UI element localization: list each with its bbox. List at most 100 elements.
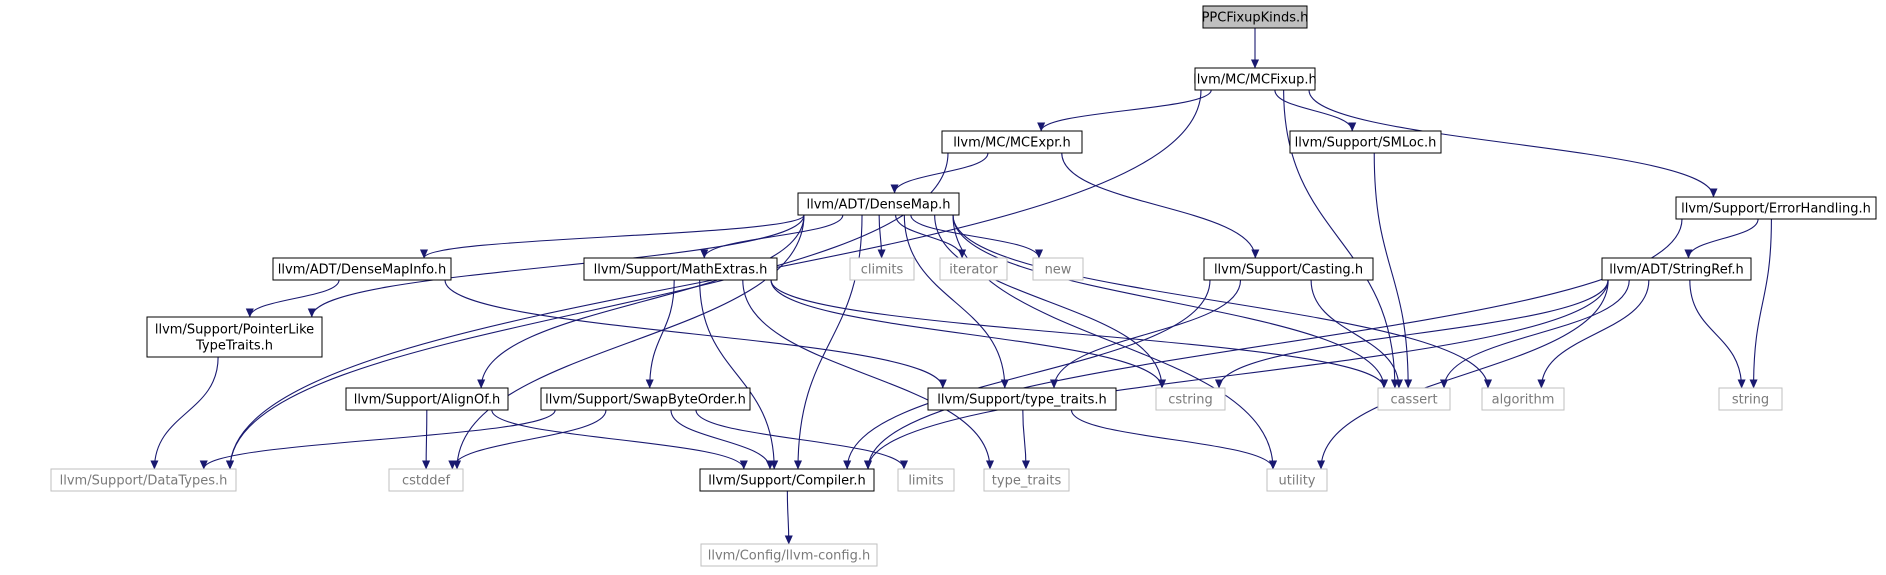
edge-arrow — [1310, 279, 1403, 389]
edge-arrow — [1439, 279, 1630, 389]
node-mathextras[interactable]: llvm/Support/MathExtras.h — [583, 257, 778, 281]
node-label: llvm/ADT/StringRef.h — [1609, 263, 1743, 278]
node-box — [540, 387, 751, 411]
edge-mcexpr-to-casting — [1061, 152, 1260, 259]
node-densemap[interactable]: llvm/ADT/DenseMap.h — [797, 192, 960, 216]
edge-arrow — [420, 214, 805, 259]
edge-arrow — [695, 409, 908, 470]
node-cstring: cstring — [1155, 387, 1226, 411]
edge-casting-to-compiler — [843, 279, 1211, 470]
node-label: llvm/Support/Compiler.h — [708, 474, 865, 489]
edge-mcfixup-to-errorhandling — [1308, 89, 1718, 198]
node-label: algorithm — [1492, 393, 1555, 408]
node-box — [1203, 257, 1374, 281]
node-label: cassert — [1390, 393, 1437, 408]
edge-arrow — [864, 279, 1609, 470]
edge-errorhandling-to-stringref — [1684, 218, 1759, 259]
node-label: limits — [908, 474, 944, 489]
edge-densemap-to-cstddef — [452, 214, 805, 470]
node-label: llvm/Support/Casting.h — [1214, 263, 1363, 278]
node-llvmconfig: llvm/Config/llvm-config.h — [700, 543, 878, 567]
edge-arrow — [877, 214, 886, 259]
node-swapbyteorder[interactable]: llvm/Support/SwapByteOrder.h — [540, 387, 751, 411]
edge-stringref-to-cassert — [1439, 279, 1630, 389]
edge-alignof-to-compiler — [491, 409, 748, 470]
node-algorithm: algorithm — [1481, 387, 1565, 411]
edge-arrow — [895, 214, 967, 259]
node-densemapinfo[interactable]: llvm/ADT/DenseMapInfo.h — [272, 257, 452, 281]
edge-arrow — [491, 409, 748, 470]
node-box — [1155, 387, 1226, 411]
node-cassert: cassert — [1377, 387, 1451, 411]
edge-densemap-to-pointerlike — [307, 214, 805, 318]
node-label: new — [1045, 263, 1072, 278]
edge-casting-to-cassert — [1310, 279, 1403, 389]
edge-errorhandling-to-string — [1749, 218, 1772, 389]
edge-typetraits_llvm-to-utility — [1070, 409, 1277, 470]
edge-arrow — [843, 279, 1211, 470]
edge-mcexpr-to-densemap — [890, 152, 989, 194]
node-mcexpr[interactable]: llvm/MC/MCExpr.h — [941, 130, 1083, 154]
edge-errorhandling-to-compiler — [864, 218, 1683, 470]
node-iterator: iterator — [939, 257, 1008, 281]
edge-arrow — [700, 214, 844, 259]
edge-densemap-to-algorithm — [952, 214, 1492, 389]
node-box — [941, 130, 1083, 154]
edge-stringref-to-compiler — [864, 279, 1609, 470]
node-box — [1202, 5, 1308, 29]
edge-typetraits_llvm-to-type_traits — [1021, 409, 1031, 470]
edge-arrow — [670, 409, 775, 470]
edge-arrow — [307, 214, 805, 318]
edge-compiler-to-llvmconfig — [784, 490, 793, 545]
node-mcfixup[interactable]: llvm/MC/MCFixup.h — [1193, 67, 1317, 91]
node-box — [146, 316, 323, 358]
node-box — [700, 543, 878, 567]
node-compiler[interactable]: llvm/Support/Compiler.h — [699, 468, 875, 492]
edge-densemap-to-densemapinfo — [420, 214, 805, 259]
node-box — [1266, 468, 1328, 492]
edge-mcfixup-to-cassert — [1283, 89, 1399, 389]
edge-arrow — [1070, 409, 1277, 470]
node-label: llvm/ADT/DenseMapInfo.h — [278, 263, 446, 278]
edge-arrow — [150, 356, 219, 470]
node-casting[interactable]: llvm/Support/Casting.h — [1203, 257, 1374, 281]
edge-densemap-to-new — [910, 214, 1043, 259]
node-alignof[interactable]: llvm/Support/AlignOf.h — [345, 387, 509, 411]
edge-arrow — [1215, 279, 1609, 389]
node-smloc[interactable]: llvm/Support/SMLoc.h — [1289, 130, 1442, 154]
node-root[interactable]: PPCFixupKinds.h — [1202, 5, 1309, 29]
edge-arrow — [770, 279, 1388, 389]
edge-arrow — [890, 152, 989, 194]
edge-arrow — [784, 490, 793, 545]
edge-stringref-to-utility — [1316, 279, 1609, 470]
node-box — [1601, 257, 1752, 281]
edge-casting-to-typetraits_llvm — [1049, 279, 1242, 389]
node-label: llvm/Support/type_traits.h — [937, 393, 1107, 408]
edge-arrow — [448, 409, 607, 470]
edge-stringref-to-algorithm — [1537, 279, 1650, 389]
edge-smloc-to-cassert — [1373, 152, 1413, 389]
edge-densemapinfo-to-typetraits_llvm — [444, 279, 947, 389]
edge-arrow — [903, 214, 1009, 389]
edge-alignof-to-cstddef — [422, 409, 431, 470]
node-box — [797, 192, 960, 216]
edge-densemap-to-climits — [877, 214, 886, 259]
edge-pointerlike-to-datatypes — [150, 356, 219, 470]
node-box — [939, 257, 1008, 281]
edge-arrow — [1684, 218, 1759, 259]
edge-mathextras-to-swapbyteorder — [645, 279, 675, 389]
edge-arrow — [1037, 89, 1212, 132]
node-box — [1032, 257, 1084, 281]
edge-arrow — [477, 214, 805, 389]
node-label: llvm/Support/SMLoc.h — [1295, 136, 1437, 151]
node-label: llvm/MC/MCFixup.h — [1193, 73, 1317, 88]
edge-mathextras-to-cassert — [770, 279, 1388, 389]
node-cstddef: cstddef — [388, 468, 464, 492]
edge-arrow — [864, 218, 1683, 470]
node-stringref[interactable]: llvm/ADT/StringRef.h — [1601, 257, 1752, 281]
edge-densemap-to-typetraits_llvm — [903, 214, 1009, 389]
node-typetraits_llvm[interactable]: llvm/Support/type_traits.h — [927, 387, 1117, 411]
edge-densemapinfo-to-pointerlike — [245, 279, 340, 318]
node-errorhandling[interactable]: llvm/Support/ErrorHandling.h — [1675, 196, 1877, 220]
